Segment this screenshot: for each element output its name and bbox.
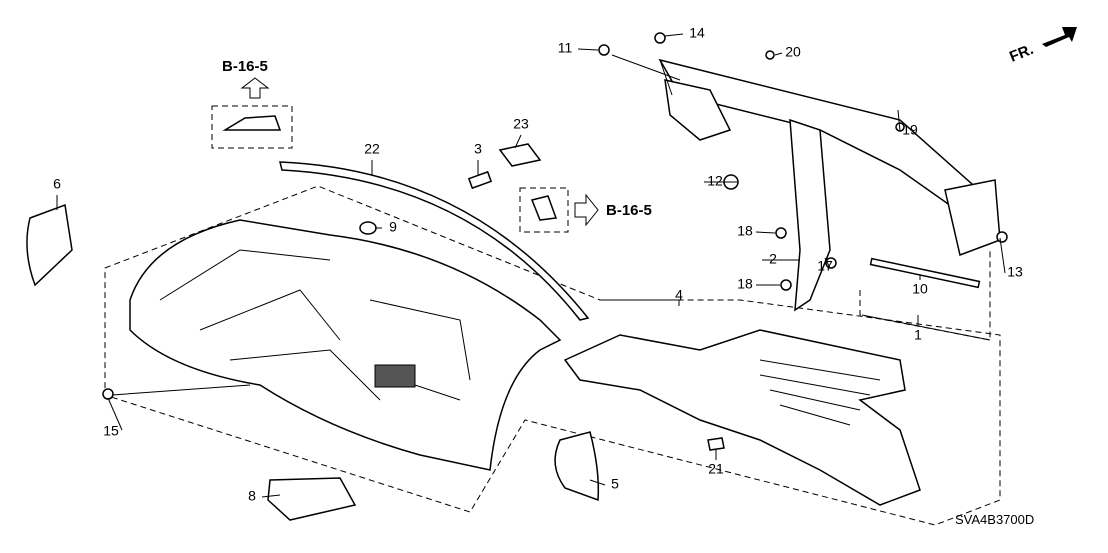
trim-piece <box>222 115 282 131</box>
callout-19[interactable]: 19 <box>902 122 918 138</box>
vent-grille <box>374 364 416 388</box>
callout-2[interactable]: 2 <box>769 251 777 267</box>
pad-part <box>498 143 542 167</box>
bolt-icon <box>780 279 792 291</box>
callout-20[interactable]: 20 <box>785 44 801 60</box>
dashboard-panel <box>129 219 562 471</box>
callout-10[interactable]: 10 <box>912 281 928 297</box>
callout-18-lower[interactable]: 18 <box>737 276 753 292</box>
ref-right-part-box <box>519 187 569 233</box>
callout-5[interactable]: 5 <box>611 476 619 492</box>
crossbeam-center-stay <box>789 118 831 312</box>
bolts <box>102 32 1008 400</box>
cylinder-part <box>467 170 493 190</box>
callout-4[interactable]: 4 <box>675 287 683 303</box>
clip-part <box>359 221 377 235</box>
crossbeam-right-bracket <box>944 179 1001 257</box>
dashboard-group-outline <box>104 185 1001 526</box>
crossbeam-left-bracket <box>664 79 732 141</box>
ref-right-label[interactable]: B-16-5 <box>606 202 652 219</box>
bolt-icon <box>102 388 114 400</box>
bolt-icon <box>654 32 666 44</box>
duct-grille <box>759 359 881 426</box>
callout-21[interactable]: 21 <box>708 461 724 477</box>
crossbeam-lower-rail <box>869 257 981 289</box>
right-arrow-icon <box>574 193 599 227</box>
front-direction-indicator: FR. <box>1007 27 1077 66</box>
callout-22[interactable]: 22 <box>364 141 380 157</box>
callout-13[interactable]: 13 <box>1007 264 1023 280</box>
callout-6[interactable]: 6 <box>53 176 61 192</box>
side-cover-left <box>26 203 73 287</box>
ref-right[interactable]: B-16-5 <box>574 193 652 227</box>
leader-lines <box>56 33 1006 498</box>
callout-9[interactable]: 9 <box>389 219 397 235</box>
callout-3[interactable]: 3 <box>474 141 482 157</box>
lower-bracket <box>267 477 357 521</box>
callout-8[interactable]: 8 <box>248 488 256 504</box>
front-arrow-icon <box>1042 27 1077 47</box>
callout-15[interactable]: 15 <box>103 423 119 439</box>
callout-23[interactable]: 23 <box>513 116 529 132</box>
side-trim-piece <box>530 195 558 221</box>
callout-11[interactable]: 11 <box>558 40 573 56</box>
callout-12[interactable]: 12 <box>707 173 723 189</box>
dash-top-strip <box>279 161 590 321</box>
front-label: FR. <box>1007 41 1036 66</box>
bolt-icon <box>765 50 775 60</box>
dashboard-detail <box>159 249 471 401</box>
air-duct <box>563 329 921 506</box>
callout-17[interactable]: 17 <box>817 258 833 274</box>
bolt-icon <box>775 227 787 239</box>
bolt-icon <box>598 44 610 56</box>
callout-18-upper[interactable]: 18 <box>737 223 753 239</box>
callouts: 1 2 3 4 5 6 8 9 10 11 12 13 14 15 17 18 … <box>53 25 1023 504</box>
small-clip <box>707 437 725 451</box>
ref-top-label[interactable]: B-16-5 <box>222 58 268 75</box>
callout-1[interactable]: 1 <box>914 327 922 343</box>
up-arrow-icon <box>240 77 270 99</box>
bolt-icon <box>996 231 1008 243</box>
knee-cover <box>554 431 600 502</box>
ref-top[interactable]: B-16-5 <box>222 58 270 99</box>
ref-top-part-box <box>211 105 293 149</box>
diagram-code: SVA4B3700D <box>955 512 1034 527</box>
callout-14[interactable]: 14 <box>689 25 705 41</box>
